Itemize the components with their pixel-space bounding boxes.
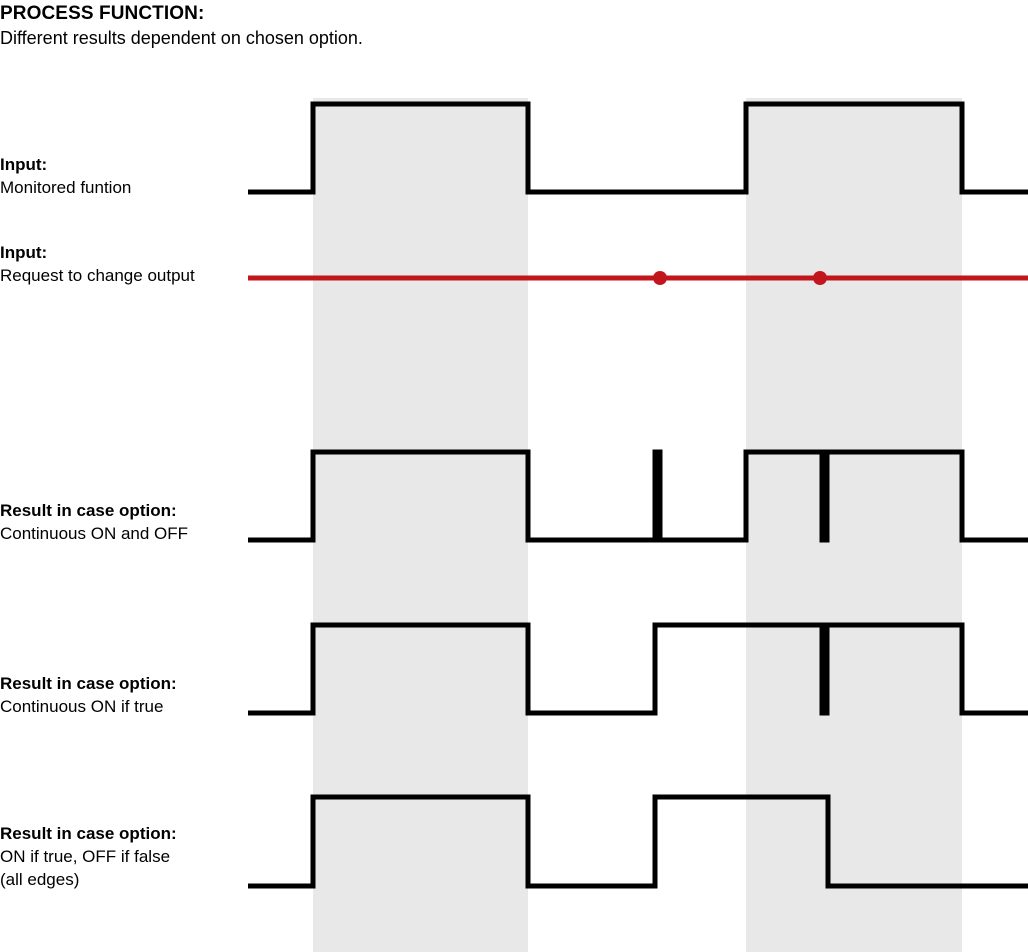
row-label-result-continuous-on-if-true: Result in case option: Continuous ON if … [0,672,246,718]
page-title: PROCESS FUNCTION: [0,3,205,24]
request-marker-1 [653,271,667,285]
row-label-result-on-true-off-false: Result in case option: ON if true, OFF i… [0,822,246,891]
signal-trace-1 [248,101,1028,195]
row-description: ON if true, OFF if false [0,847,171,866]
row-heading: Input: [0,243,48,262]
header: PROCESS FUNCTION: Different results depe… [0,0,640,49]
request-marker-2 [813,271,827,285]
row-heading: Result in case option: [0,501,177,520]
signal-series-layer [248,101,1028,889]
highlight-band-layer [313,98,962,952]
row-description: Monitored funtion [0,178,132,197]
row-description-line2: (all edges) [0,870,80,889]
row-heading: Result in case option: [0,674,177,693]
highlight-band-1 [313,98,528,952]
event-marker-layer [653,271,827,285]
row-heading: Input: [0,155,48,174]
row-description: Continuous ON and OFF [0,524,189,543]
signal-trace-4 [248,622,1028,716]
row-label-result-continuous-on-and-off: Result in case option: Continuous ON and… [0,499,246,545]
signal-trace-5 [248,794,1028,889]
row-description: Request to change output [0,266,195,285]
highlight-band-2 [746,98,962,952]
row-description: Continuous ON if true [0,697,164,716]
row-heading: Result in case option: [0,824,177,843]
page-subtitle: Different results dependent on chosen op… [0,28,363,48]
row-label-input-monitored: Input: Monitored funtion [0,153,246,199]
row-label-input-request: Input: Request to change output [0,241,246,287]
signal-trace-3 [248,449,1028,543]
